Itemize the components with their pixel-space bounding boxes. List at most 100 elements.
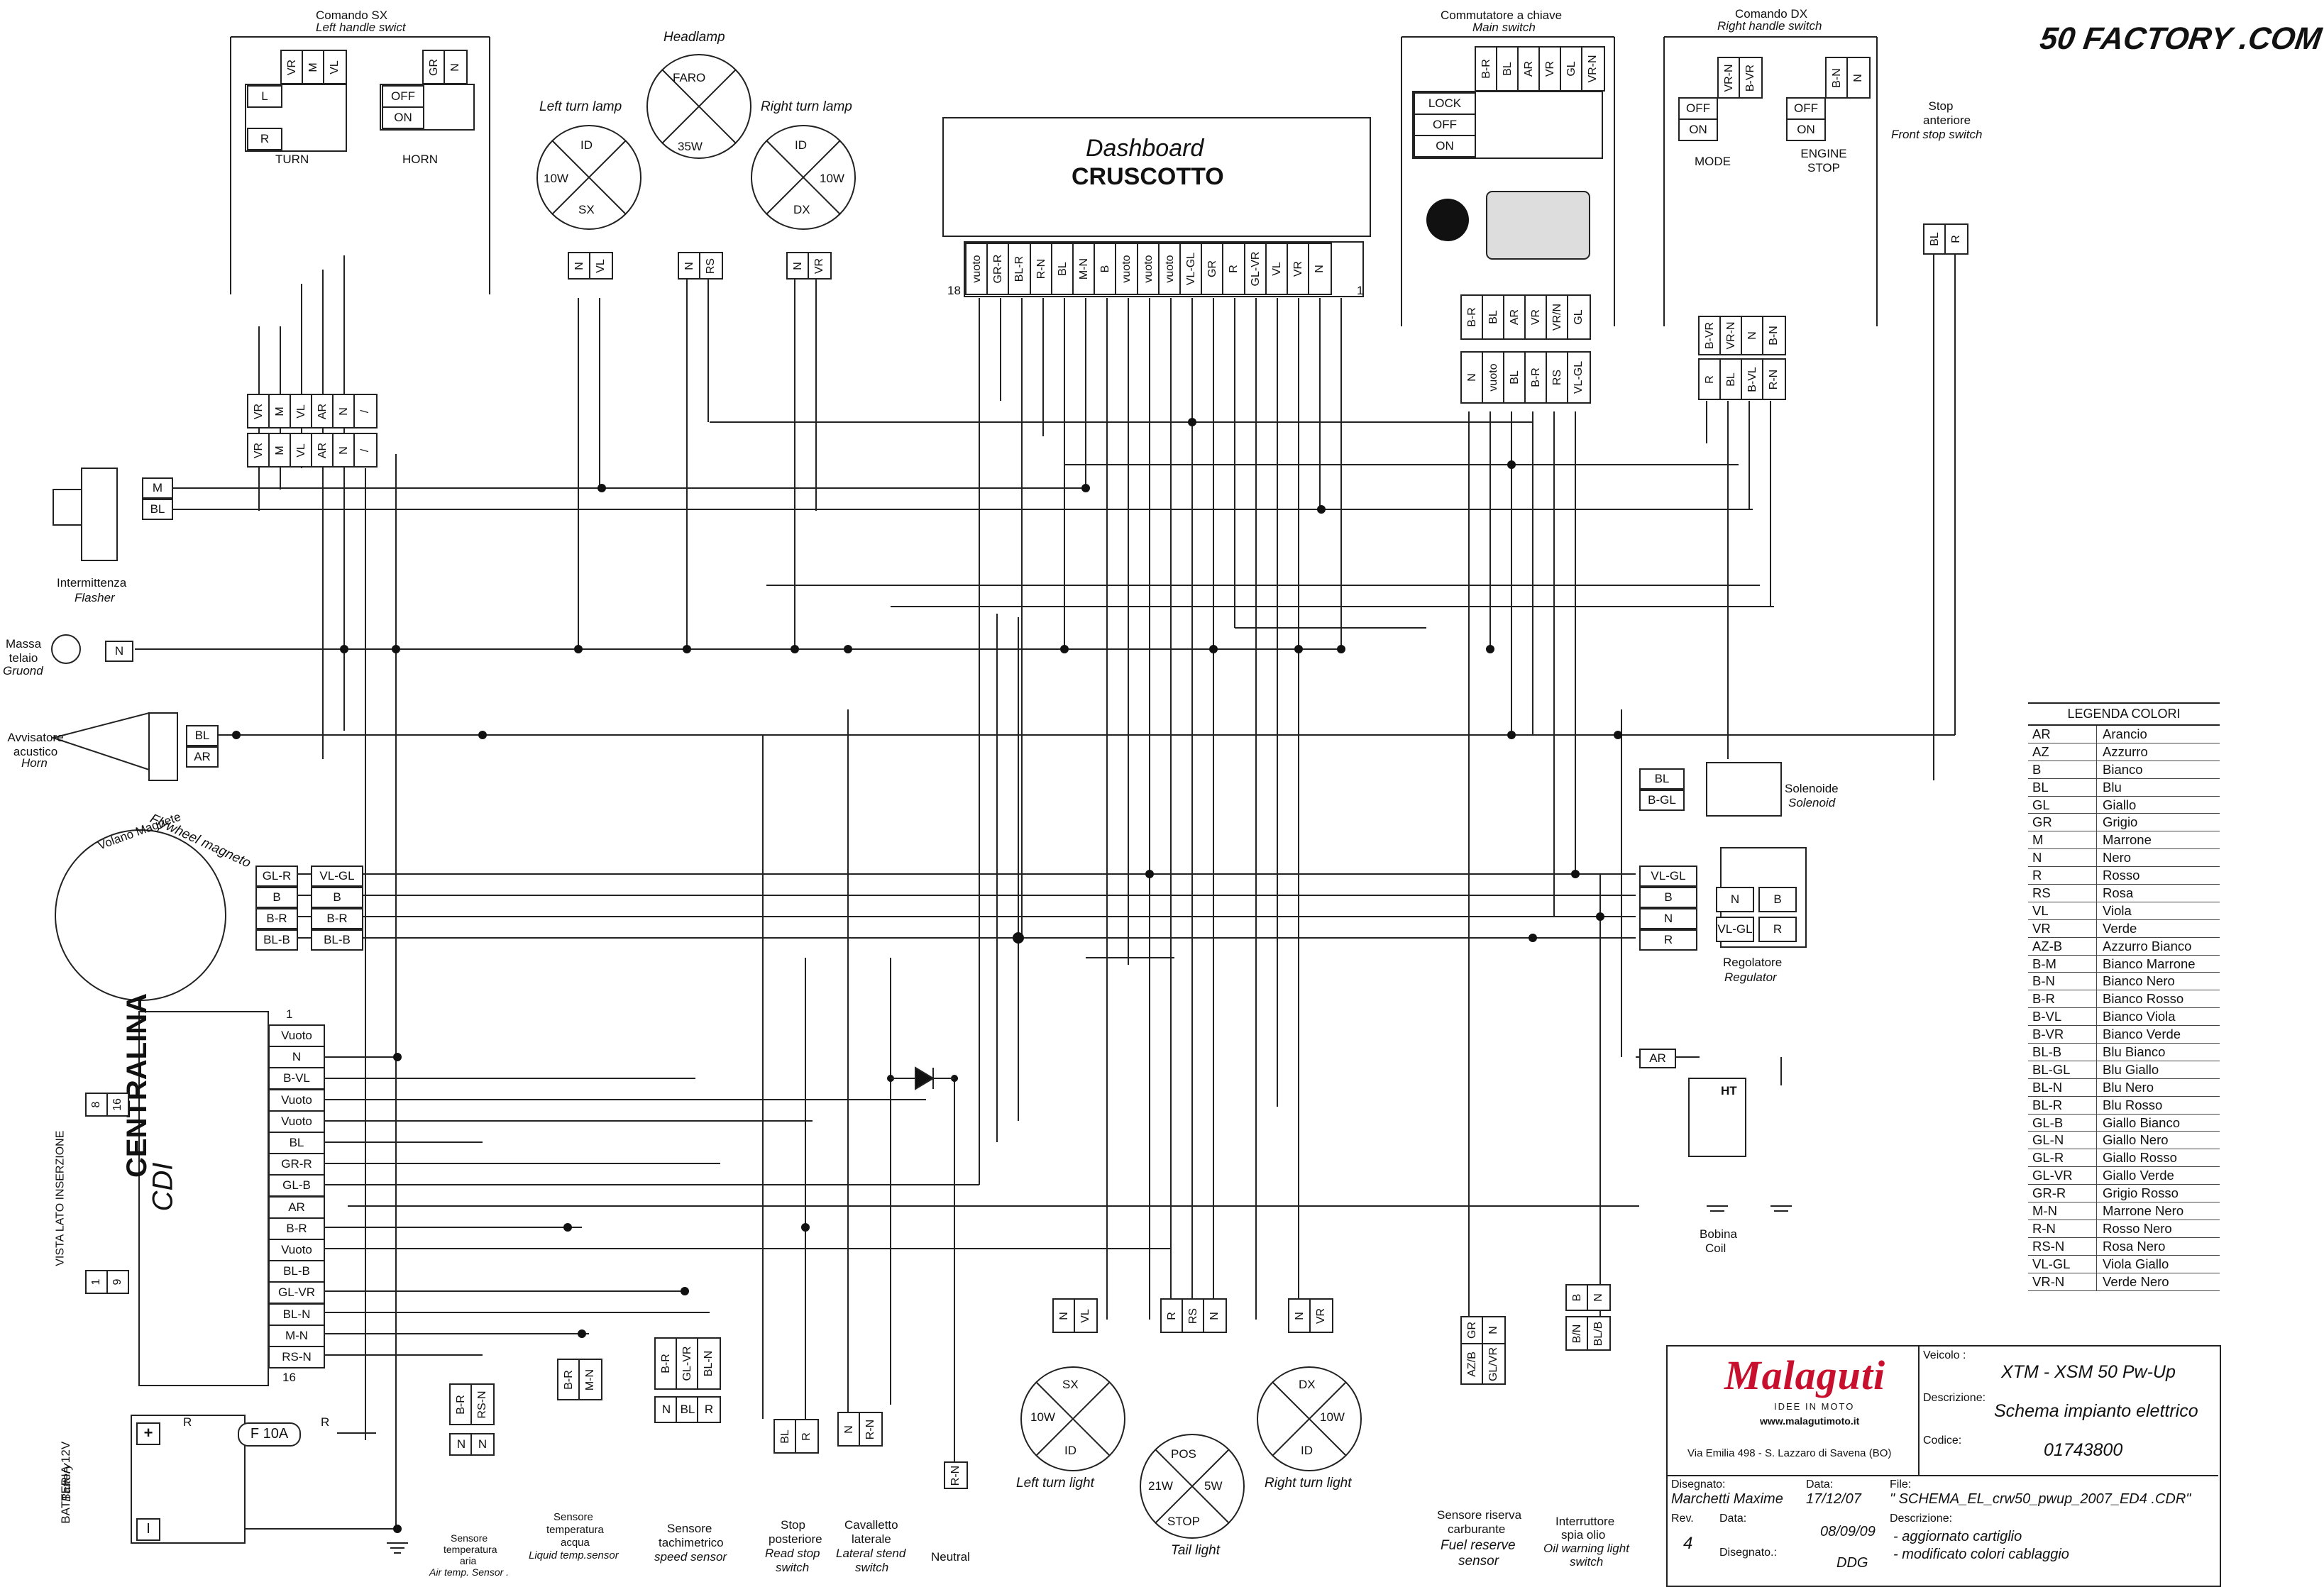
flywheel-pin-a: B-R <box>255 908 298 929</box>
legend-code: B-R <box>2028 990 2097 1008</box>
dashboard-pin: R <box>1222 243 1247 295</box>
main-conn-bottom: vuoto <box>1482 351 1506 404</box>
note2: - modificato colori cablaggio <box>1893 1547 2069 1562</box>
right-switch-title-en: Right handle switch <box>1717 19 1822 33</box>
rear-stop-pin: BL <box>773 1419 798 1454</box>
dashboard-title-it: CRUSCOTTO <box>1072 163 1224 190</box>
turn-col: VR <box>280 50 304 84</box>
turn-row: L <box>247 85 282 108</box>
malaguti-logo: Malaguti <box>1724 1352 1886 1398</box>
left-conn-pin-b: N <box>332 433 356 468</box>
regulator-plug: N <box>1716 887 1754 912</box>
tail-light-right: 5W <box>1204 1479 1223 1493</box>
regulator-title-en: Regulator <box>1724 971 1777 984</box>
main-switch-title-en: Main switch <box>1472 21 1536 34</box>
rear-stop-t3: Read stop <box>765 1547 820 1560</box>
tail-light-top: POS <box>1171 1447 1196 1461</box>
legend-code: BL-N <box>2028 1078 2097 1096</box>
tail-light-bottom: STOP <box>1167 1515 1200 1528</box>
regulator-title-it: Regolatore <box>1723 956 1783 969</box>
cdi-pin: GR-R <box>268 1153 325 1176</box>
pin-label: R-N <box>1768 369 1780 389</box>
legend-code: BL <box>2028 778 2097 796</box>
legend-name: Rosa <box>2103 885 2134 901</box>
pin-label: B <box>1099 265 1112 273</box>
horn-col: GR <box>422 50 446 84</box>
pin-label: BL <box>1509 370 1521 385</box>
flasher-pin: M <box>142 477 173 499</box>
pin-label: M-N <box>584 1368 596 1390</box>
pin-label: VL <box>329 60 341 74</box>
engine-stop-label: ENGINE STOP <box>1800 147 1847 175</box>
pin-label: BL-R <box>1013 255 1026 282</box>
horn-row: OFF <box>382 85 424 108</box>
pin-label: BL <box>1929 232 1941 246</box>
rt-light-wire: N <box>1288 1298 1312 1333</box>
left-turn-lamp-bottom: SX <box>578 203 595 216</box>
address: Via Emilia 498 - S. Lazzaro di Savena (B… <box>1687 1447 1892 1459</box>
mode-col: VR-N <box>1717 57 1741 99</box>
engine-row: ON <box>1786 118 1826 141</box>
legend-name: Viola Giallo <box>2103 1256 2169 1271</box>
main-col: B-R <box>1475 46 1499 92</box>
solenoid-title-it: Solenoide <box>1785 782 1839 795</box>
dashboard-pin-first: 18 <box>947 284 961 297</box>
horn-label: HORN <box>402 153 439 166</box>
title-block-divider-v <box>1918 1345 1920 1475</box>
horn-col: N <box>444 50 468 84</box>
coil-pin: AR <box>1639 1049 1676 1068</box>
pin-label: N <box>1294 1311 1306 1320</box>
right-turn-lamp-title: Right turn lamp <box>761 99 852 114</box>
codice-label: Codice: <box>1923 1434 1962 1447</box>
file: " SCHEMA_EL_crw50_pwup_2007_ED4 .CDR" <box>1890 1491 2191 1507</box>
legend-name: Blu Bianco <box>2103 1044 2166 1060</box>
dashboard-pin: vuoto <box>1136 243 1161 295</box>
pin-label: B-VL <box>1746 366 1758 392</box>
side-stand-t1: Cavalletto <box>844 1518 898 1532</box>
pin-label: VL <box>595 258 607 273</box>
pin-label: BL <box>779 1429 791 1444</box>
pin-label: VR/N <box>1551 303 1563 331</box>
pin-label: VR <box>286 59 298 75</box>
headlamp-name: FARO <box>673 71 706 84</box>
pin-label: GR <box>428 58 440 76</box>
left-turn-lamp-title: Left turn lamp <box>539 99 622 114</box>
air-pin: RS-N <box>470 1383 495 1425</box>
flywheel-pin-a: GL-R <box>255 866 298 887</box>
left-conn-pin-a: N <box>332 394 356 428</box>
pin-label: N <box>1746 331 1758 340</box>
pin-label: B <box>1571 1293 1583 1302</box>
left-conn-pin-b: / <box>353 433 378 468</box>
regulator-pin: R <box>1639 929 1697 951</box>
rear-stop-t2: posteriore <box>769 1532 822 1546</box>
pin-label: GL <box>1573 309 1585 325</box>
left-turn-lamp-left: 10W <box>544 172 568 185</box>
flasher-title-it: Intermittenza <box>57 576 127 590</box>
dashboard-box <box>942 117 1371 237</box>
engine-col: B-N <box>1825 57 1849 99</box>
neutral-wire: R-N <box>944 1461 968 1489</box>
pin-label: AR <box>1509 309 1521 326</box>
cdi-grid-num: 9 <box>106 1270 129 1294</box>
left-lamp-wire: N <box>568 252 592 280</box>
left-turn-lamp-top: ID <box>580 138 593 152</box>
pin-label: N <box>683 261 695 270</box>
pin-label: / <box>359 448 371 452</box>
legend-code: AZ-B <box>2028 937 2097 955</box>
engine-col: N <box>1846 57 1871 99</box>
right-turn-lamp-right: 10W <box>820 172 844 185</box>
side-stand-t3: Lateral stend <box>836 1547 906 1560</box>
right-conn-bottom: R <box>1698 358 1722 400</box>
regulator-plug: R <box>1758 917 1797 942</box>
flywheel-pin-b: VL-GL <box>311 866 363 887</box>
tail-light-wire: RS <box>1182 1298 1206 1333</box>
